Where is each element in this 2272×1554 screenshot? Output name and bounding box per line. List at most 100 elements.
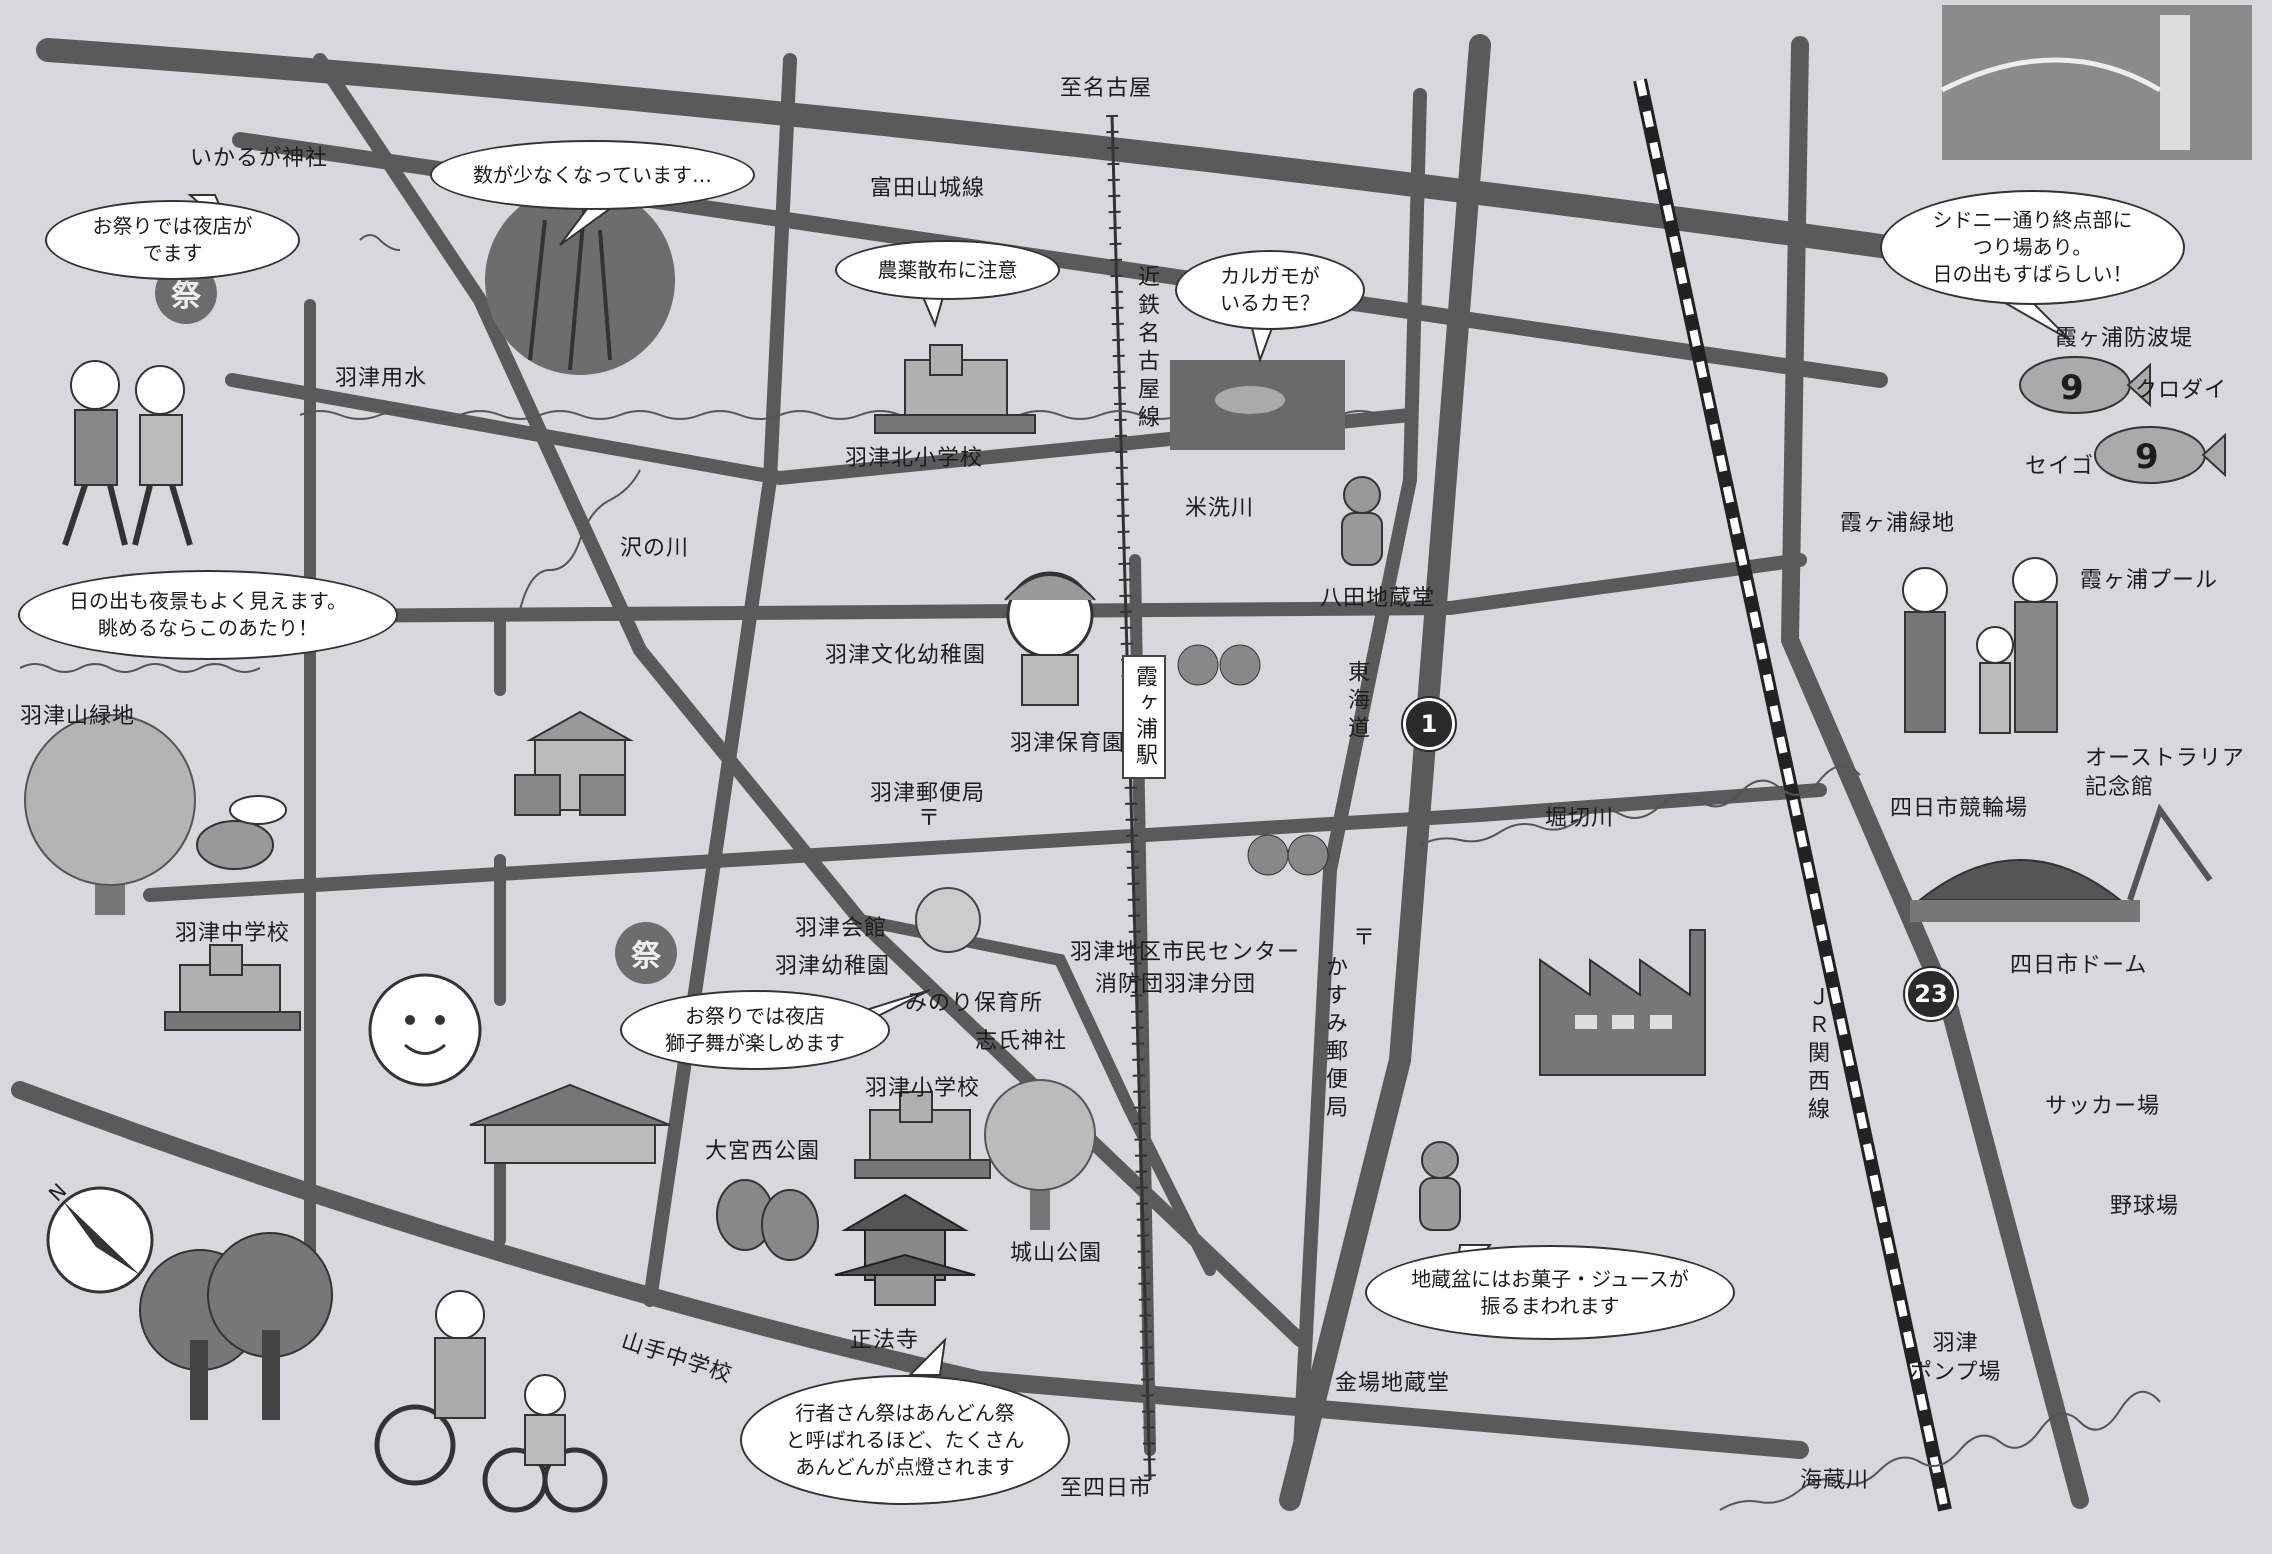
bubble-karugamo: カルガモが いるカモ？ <box>1175 250 1365 330</box>
photo-corner <box>1940 5 2252 160</box>
child-kindergarten <box>1004 571 1096 706</box>
tree-yamachi <box>24 714 196 915</box>
road-east <box>1780 36 2089 1509</box>
road-top <box>36 38 1922 262</box>
label-australia-memorial: オーストラリア 記念館 <box>2085 746 2245 800</box>
label-kurodai: クロダイ <box>2135 378 2228 403</box>
label-kasumi-pool: 霞ヶ浦プール <box>2080 568 2219 593</box>
label-hatsu-kita-es: 羽津北小学校 <box>845 446 984 471</box>
people-cyclists <box>374 1290 608 1513</box>
trees-bottom <box>139 1232 333 1420</box>
post-mark-icon: 〒 <box>918 806 942 831</box>
station-kasumigaura[interactable]: 霞ヶ浦駅 <box>1122 655 1166 779</box>
temple-shohoji <box>834 1193 976 1306</box>
acorn-icon <box>716 1179 819 1261</box>
people-family <box>1902 557 2058 734</box>
rail-kintetsu <box>1106 114 1156 1481</box>
flower-icons <box>1177 644 1329 876</box>
school-hatsu-es <box>854 1091 991 1179</box>
bubble-gyoja: 行者さん祭はあんどん祭 と呼ばれるほど、たくさん あんどんが点燈されます <box>740 1375 1070 1505</box>
river-horikiri <box>1419 765 1861 846</box>
roads <box>11 34 2089 1511</box>
label-sawa-river: 沢の川 <box>620 536 690 561</box>
label-yonearai-river: 米洗川 <box>1185 496 1255 521</box>
label-seigo: セイゴ <box>2025 454 2095 479</box>
house-apartment <box>514 710 634 816</box>
route-1 <box>1279 34 1491 1511</box>
bubble-pesticide: 農薬散布に注意 <box>835 240 1060 300</box>
bubble-shishimai: お祭りでは夜店 獅子舞が楽しめます <box>620 990 890 1070</box>
label-jr-line: ＪＲ関西線 <box>1804 985 1829 1125</box>
people-walkers <box>62 360 193 546</box>
photo-duck <box>1170 360 1345 450</box>
label-minori-hoikusho: みのり保育所 <box>905 991 1044 1016</box>
road-post <box>143 783 1827 902</box>
label-ikaruga-shrine: いかるが神社 <box>190 146 329 171</box>
fish-seigo <box>2094 426 2226 484</box>
label-bunka-kindergarten: 羽津文化幼稚園 <box>825 643 987 668</box>
label-hatsu-jhs: 羽津中学校 <box>175 921 291 946</box>
direction-yokkaichi: 至四日市 <box>1060 1476 1153 1501</box>
school-hatsu-jhs <box>164 944 301 1031</box>
house-hall <box>469 1083 671 1164</box>
label-tomida-yamashiro: 富田山城線 <box>870 176 986 201</box>
photo-firefly <box>485 185 675 375</box>
river-sawa <box>519 469 641 611</box>
rivers <box>19 234 2161 1511</box>
label-kaneba-jizo: 金場地蔵堂 <box>1335 1371 1451 1396</box>
label-hatsu-es: 羽津小学校 <box>865 1076 981 1101</box>
road-diagonal-left <box>313 53 1307 1347</box>
fish-nine-kurodai: 9 <box>2060 368 2085 408</box>
bubble-sydney: シドニー通り終点部に つり場あり。 日の出もすばらしい！ <box>1880 190 2185 305</box>
label-shishi-shrine: 志氏神社 <box>975 1029 1068 1054</box>
road-bottom-left <box>11 1081 1809 1459</box>
label-shiroyama-park: 城山公園 <box>1010 1241 1103 1266</box>
label-kasumi-post: かすみ郵便局 <box>1322 955 1347 1123</box>
label-kasumi-green: 霞ヶ浦緑地 <box>1840 511 1956 536</box>
bubble-fireflies: 数が少なくなっています… <box>430 140 755 210</box>
fish-nine-seigo: 9 <box>2135 437 2160 477</box>
label-hatsu-kindergarten: 羽津幼稚園 <box>775 954 891 979</box>
label-breakwater: 霞ヶ浦防波堤 <box>2055 326 2194 351</box>
river-kaizo <box>1719 1390 2161 1511</box>
label-post-office: 羽津郵便局 <box>870 781 986 806</box>
festival-icon-shishi: 祭 <box>615 922 677 984</box>
route-1-shield: 1 <box>1403 698 1455 750</box>
fish-kurodai <box>2019 356 2151 414</box>
label-fire-branch: 消防団羽津分団 <box>1095 972 1257 997</box>
jizo-kaneba <box>1419 1141 1461 1231</box>
label-hatsu-hall: 羽津会館 <box>795 916 888 941</box>
bubble-sunrise: 日の出も夜景もよく見えます。 眺めるならこのあたり！ <box>18 570 398 660</box>
post-mark-kasumi-icon: 〒 <box>1349 925 1374 953</box>
north-compass <box>46 1186 154 1294</box>
road-tokaido <box>1293 88 1427 1457</box>
label-civic-center: 羽津地区市民センター <box>1070 940 1301 965</box>
label-yata-jizo: 八田地蔵堂 <box>1320 586 1436 611</box>
school-hatsu-kita <box>874 344 1036 434</box>
bee-icon <box>196 795 287 870</box>
label-hatsu-yosui: 羽津用水 <box>335 366 428 391</box>
sun-icon <box>368 973 482 1087</box>
river-west <box>19 663 261 673</box>
label-keirin: 四日市競輪場 <box>1890 796 2029 821</box>
label-baseball-field: 野球場 <box>2110 1194 2180 1219</box>
label-hoikuen: 羽津保育園 <box>1010 731 1126 756</box>
bubble-jizobon: 地蔵盆にはお菓子・ジュースが 振るまわれます <box>1365 1245 1735 1340</box>
label-shohoji-temple: 正法寺 <box>850 1328 920 1353</box>
label-omiya-park: 大宮西公園 <box>705 1139 821 1164</box>
label-pump-station: 羽津 ポンプ場 <box>1910 1331 2002 1385</box>
label-kaizo-river: 海蔵川 <box>1800 1468 1870 1493</box>
label-yamachi-green: 羽津山緑地 <box>20 704 136 729</box>
river-upper <box>359 234 401 251</box>
label-yokkaichi-dome: 四日市ドーム <box>2010 953 2148 978</box>
label-horikiri-river: 堀切川 <box>1545 806 1615 831</box>
tree-shiroyama <box>984 1079 1096 1230</box>
bubble-night-stalls: お祭りでは夜店が でます <box>45 200 300 280</box>
factory-icon <box>1539 929 1706 1076</box>
jizo-yata <box>1341 476 1383 566</box>
label-soccer-field: サッカー場 <box>2045 1094 2161 1119</box>
route-23-shield: 23 <box>1905 968 1957 1020</box>
label-kintetsu-line: 近鉄名古屋線 <box>1134 265 1159 433</box>
dome-icon <box>1910 803 2213 922</box>
